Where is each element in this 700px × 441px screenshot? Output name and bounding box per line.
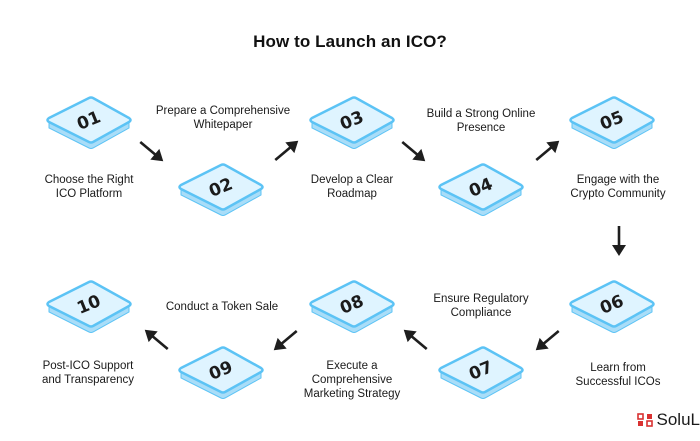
tile-shape	[178, 346, 264, 399]
arrow-03-to-04	[393, 131, 433, 171]
tile-shape	[569, 96, 655, 149]
step-label-07: Ensure Regulatory Compliance	[433, 293, 529, 319]
step-tile-05: 05	[568, 96, 656, 152]
step-tile-07: 07	[437, 346, 525, 402]
step-label-05: Engage with the Crypto Community	[570, 174, 666, 200]
brand-name: SoluL	[656, 410, 700, 429]
step-tile-06: 06	[568, 280, 656, 336]
arrow-09-to-10	[137, 320, 177, 360]
step-tile-10: 10	[45, 280, 133, 336]
step-tile-02: 02	[177, 163, 265, 219]
arrow-04-to-05	[527, 131, 567, 171]
step-label-03: Develop a Clear Roadmap	[310, 174, 394, 200]
tile-shape	[569, 280, 655, 333]
tile-shape	[438, 346, 524, 399]
tile-shape	[46, 280, 132, 333]
arrow-06-to-07	[528, 320, 568, 360]
step-label-10: Post-ICO Support and Transparency	[41, 360, 135, 386]
step-tile-09: 09	[177, 346, 265, 402]
tile-shape	[438, 163, 524, 216]
arrow-07-to-08	[396, 320, 436, 360]
arrow-01-to-02	[131, 131, 171, 171]
step-tile-01: 01	[45, 96, 133, 152]
diagram-title: How to Launch an ICO?	[253, 32, 447, 51]
arrow-05-to-06	[599, 220, 639, 260]
step-label-08: Execute a Comprehensive Marketing Strate…	[303, 360, 401, 400]
step-label-09: Conduct a Token Sale	[165, 301, 279, 313]
tile-shape	[309, 96, 395, 149]
step-tile-03: 03	[308, 96, 396, 152]
tile-shape	[178, 163, 264, 216]
solulab-logo-icon	[636, 413, 653, 427]
tile-shape	[309, 280, 395, 333]
step-tile-04: 04	[437, 163, 525, 219]
step-tile-08: 08	[308, 280, 396, 336]
brand-logo: SoluL	[636, 408, 700, 432]
step-label-04: Build a Strong Online Presence	[426, 108, 536, 134]
arrow-08-to-09	[266, 320, 306, 360]
step-label-01: Choose the Right ICO Platform	[44, 174, 134, 200]
step-label-02: Prepare a Comprehensive Whitepaper	[155, 105, 291, 131]
step-label-06: Learn from Successful ICOs	[575, 362, 661, 388]
arrow-02-to-03	[266, 131, 306, 171]
tile-shape	[46, 96, 132, 149]
